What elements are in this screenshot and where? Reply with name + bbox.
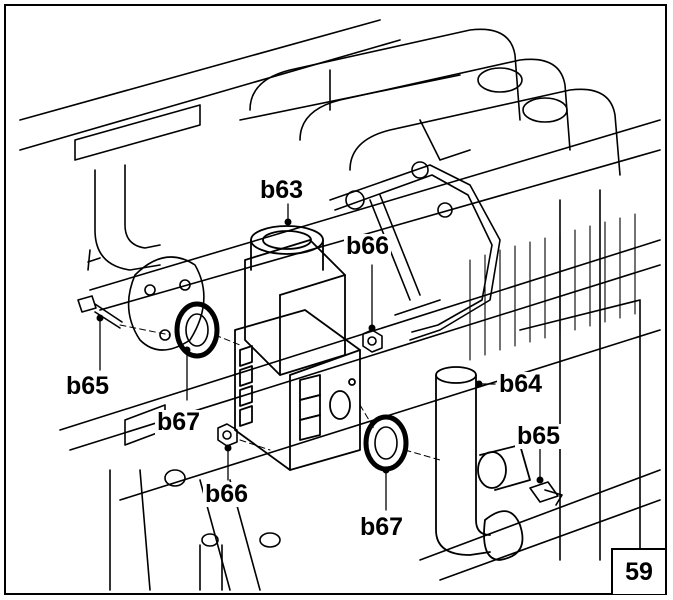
callout-b67-left: b67 [155,408,203,436]
callout-b65-left: b65 [64,372,112,400]
burner-tubes [239,28,621,176]
callout-b66-bottom: b66 [203,480,251,508]
callout-b64: b64 [497,370,545,398]
nut-top [362,329,383,353]
elbow-pipe-b64 [435,366,531,561]
gas-pipe-manifold [329,161,501,341]
seal-ring-left [174,301,220,359]
assembly-axis-lines [119,324,441,461]
left-elbow-pipe [74,104,205,351]
callout-b67-bottom: b67 [358,513,406,541]
machine-frame [19,19,661,591]
leader-lines [99,203,541,511]
callout-b63: b63 [258,176,306,204]
figure-number: 59 [611,548,665,594]
callout-b65-right: b65 [515,422,563,450]
nut-bottom [217,423,238,447]
gas-valve-assembly [234,225,361,471]
callout-b66-top: b66 [344,232,392,260]
heat-exchanger-fins [469,213,636,361]
leader-dots [96,218,544,484]
bolt-right [529,481,563,506]
